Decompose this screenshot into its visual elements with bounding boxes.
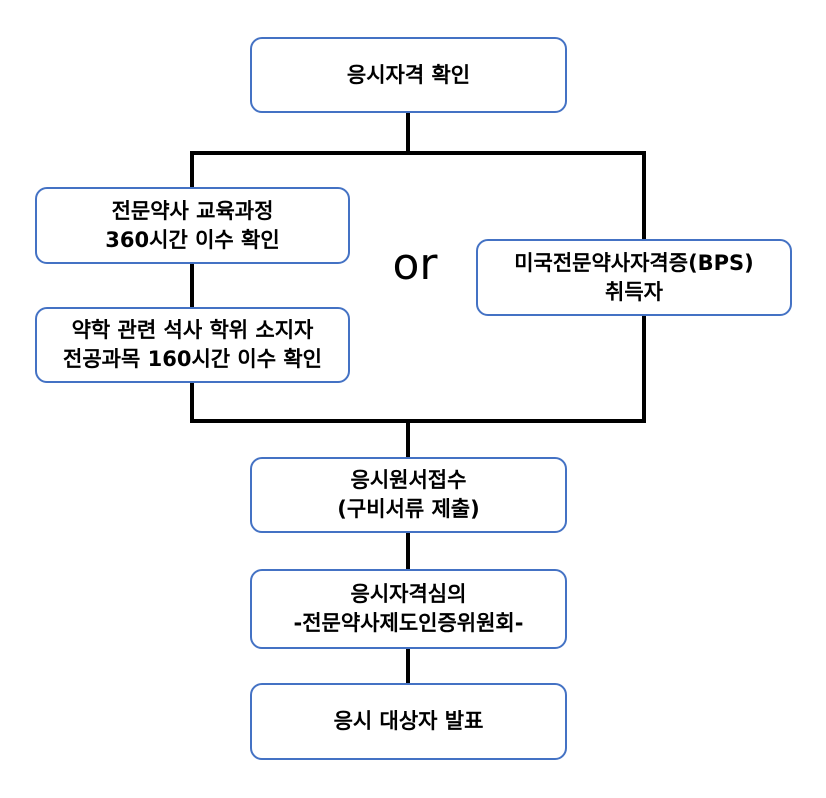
node-label-line: (구비서류 제출) bbox=[337, 497, 480, 521]
node-bps-holder: 미국전문약사자격증(BPS) 취득자 bbox=[476, 239, 792, 316]
node-label-line: 전공과목 160시간 이수 확인 bbox=[63, 347, 322, 371]
node-course-360: 전문약사 교육과정 360시간 이수 확인 bbox=[35, 187, 350, 264]
node-announcement: 응시 대상자 발표 bbox=[250, 683, 567, 760]
connector-review-to-announcement bbox=[406, 647, 410, 685]
node-eligibility-check: 응시자격 확인 bbox=[250, 37, 567, 113]
connector-application-to-review bbox=[406, 531, 410, 571]
node-label-line: 약학 관련 석사 학위 소지자 bbox=[71, 318, 314, 342]
node-label-line: 전문약사 교육과정 bbox=[111, 198, 274, 223]
node-label-line: 취득자 bbox=[605, 279, 663, 304]
node-review: 응시자격심의 -전문약사제도인증위원회- bbox=[250, 569, 567, 649]
node-masters-160: 약학 관련 석사 학위 소지자 전공과목 160시간 이수 확인 bbox=[35, 307, 350, 383]
node-label-line: 응시원서접수 bbox=[350, 468, 467, 492]
node-label-line: 응시 대상자 발표 bbox=[333, 709, 484, 733]
node-label-line: 응시자격 확인 bbox=[346, 62, 471, 87]
node-label-line: 미국전문약사자격증(BPS) bbox=[514, 250, 754, 275]
node-label-line: 360시간 이수 확인 bbox=[105, 227, 280, 252]
or-label: or bbox=[392, 239, 438, 290]
connector-top bbox=[406, 112, 410, 154]
node-application: 응시원서접수 (구비서류 제출) bbox=[250, 457, 567, 533]
connector-frame-to-application bbox=[406, 421, 410, 459]
node-label-line: 응시자격심의 bbox=[350, 582, 467, 606]
node-label-line: -전문약사제도인증위원회- bbox=[293, 611, 524, 635]
